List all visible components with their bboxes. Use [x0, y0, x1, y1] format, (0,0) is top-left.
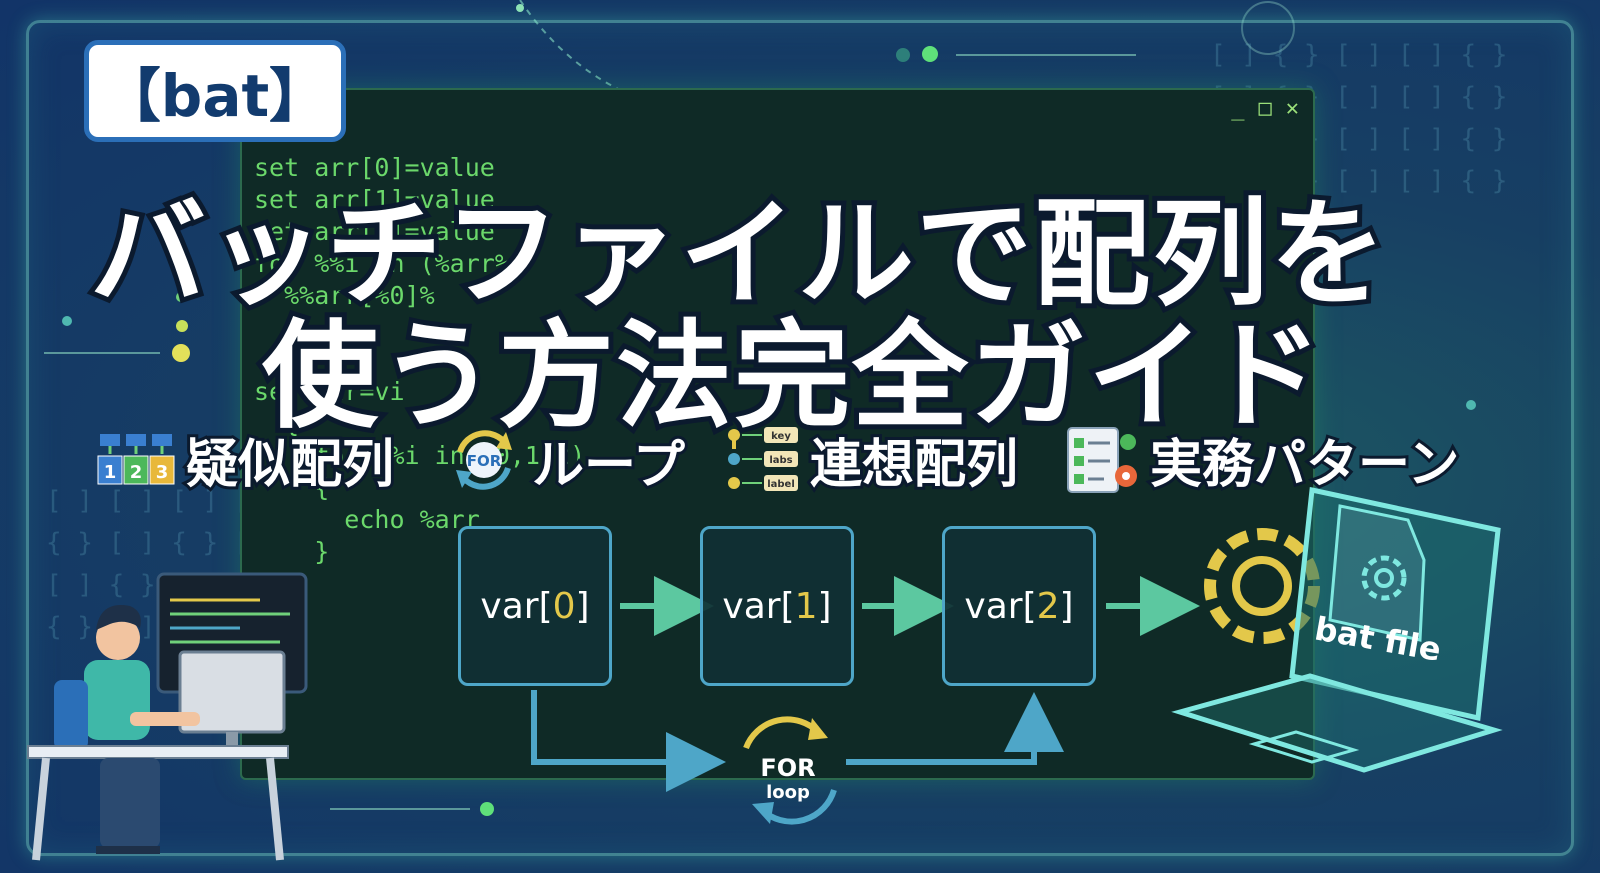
- box-index: 0: [552, 585, 576, 627]
- minimize-icon[interactable]: _: [1231, 96, 1245, 121]
- decor-dot: [176, 320, 188, 332]
- desk: [27, 745, 289, 759]
- feature-label-loop: ループ: [529, 433, 688, 499]
- box-suffix: ]: [817, 585, 832, 627]
- decor-dot: [1466, 400, 1476, 410]
- bat-badge: 【bat】: [84, 40, 346, 142]
- close-icon[interactable]: ✕: [1285, 96, 1299, 121]
- feature-associative-array: key labs label 連想配列: [724, 422, 1021, 498]
- decor-dot: [922, 46, 938, 62]
- person-body: [84, 660, 150, 740]
- code-line: }: [254, 537, 330, 566]
- box-prefix: var[: [480, 585, 553, 627]
- code-block: set arr[0]=value set arr[1]=value set arr[…: [254, 152, 585, 568]
- maximize-icon[interactable]: □: [1258, 96, 1272, 121]
- decor-line: [956, 54, 1136, 56]
- box-suffix: ]: [1059, 585, 1074, 627]
- box-suffix: ]: [575, 585, 590, 627]
- code-line: set arr[2]=value: [254, 217, 495, 246]
- for-loop-label: FOR: [760, 754, 815, 782]
- pseudo-array-icon: 1 2 3: [97, 433, 175, 484]
- decor-dot: [896, 48, 910, 62]
- for-loop-icon: FOR: [456, 430, 512, 490]
- block-label: 1: [104, 462, 117, 483]
- code-line: for %%i in (0,1,2): [254, 441, 586, 470]
- tag-label: labs: [769, 455, 792, 466]
- code-line: set var=vi: [254, 377, 405, 406]
- chair-back: [54, 680, 88, 750]
- decor-dot: [62, 316, 72, 326]
- feature-loop: FOR ループ: [446, 422, 688, 499]
- code-line: {: [254, 473, 330, 502]
- block-label: 3: [156, 462, 169, 483]
- feature-label-practical-patterns: 実務パターン: [1147, 432, 1462, 498]
- for-icon-text: FOR: [467, 452, 502, 470]
- code-line: {: [254, 409, 300, 438]
- code-line: for %%i in (%arr%): [254, 249, 525, 278]
- outer-frame: [26, 20, 1574, 856]
- block-label: 2: [130, 462, 143, 483]
- file-gear-icon: [1361, 555, 1407, 601]
- loop-label: loop: [766, 782, 810, 803]
- box-index: 1: [794, 585, 818, 627]
- array-box-1: var[1]: [700, 526, 854, 686]
- decor-dot: [176, 292, 186, 302]
- window-controls: _ □ ✕: [1231, 96, 1299, 121]
- box-prefix: var[: [722, 585, 795, 627]
- tag-label: key: [771, 431, 791, 442]
- decor-line: [44, 352, 160, 354]
- code-line: %%arr[%0]%: [254, 281, 435, 310]
- array-box-0: var[0]: [458, 526, 612, 686]
- feature-pseudo-array: 1 2 3 疑似配列: [96, 422, 397, 498]
- tag-label: label: [767, 479, 795, 490]
- box-index: 2: [1036, 585, 1060, 627]
- decor-line: [330, 808, 470, 810]
- box-prefix: var[: [964, 585, 1037, 627]
- code-line: set arr[1]=value: [254, 185, 495, 214]
- associative-array-icon: key labs label: [728, 426, 798, 491]
- feature-label-pseudo-array: 疑似配列: [183, 432, 397, 498]
- monitor-icon: [1171, 486, 1503, 773]
- code-line: set arr[0]=value: [254, 153, 495, 182]
- array-box-2: var[2]: [942, 526, 1096, 686]
- feature-practical-patterns: 実務パターン: [1064, 422, 1462, 498]
- person-head: [96, 616, 140, 660]
- page-title-line2: 使う方法完全ガイド: [257, 304, 1327, 449]
- decor-dot: [480, 802, 494, 816]
- checklist-gear-icon: [1067, 426, 1137, 493]
- feature-label-associative-array: 連想配列: [807, 432, 1021, 498]
- page-title-line1: バッチファイルで配列を: [85, 182, 1391, 327]
- decor-dot: [172, 344, 190, 362]
